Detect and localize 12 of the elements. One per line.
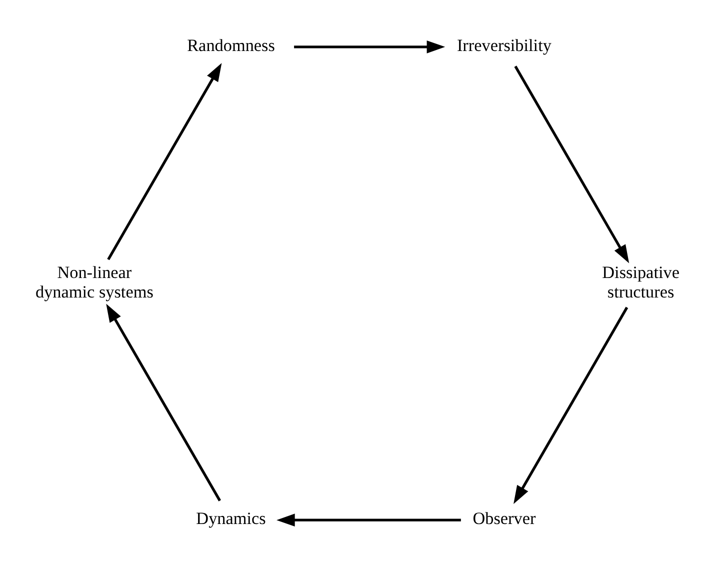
node-text: Dynamics [196,509,266,528]
arrow [106,63,222,260]
arrow [514,66,629,264]
node-text: Irreversibility [456,36,551,55]
node-text: Observer [472,509,536,528]
node-text: Randomness [186,36,274,55]
node-text: Non-linear dynamic systems [34,262,153,302]
node-text: Dissipative structures [602,262,679,302]
arrow [276,514,460,526]
arrow [106,304,221,502]
arrow [513,306,628,504]
arrow [294,40,445,54]
